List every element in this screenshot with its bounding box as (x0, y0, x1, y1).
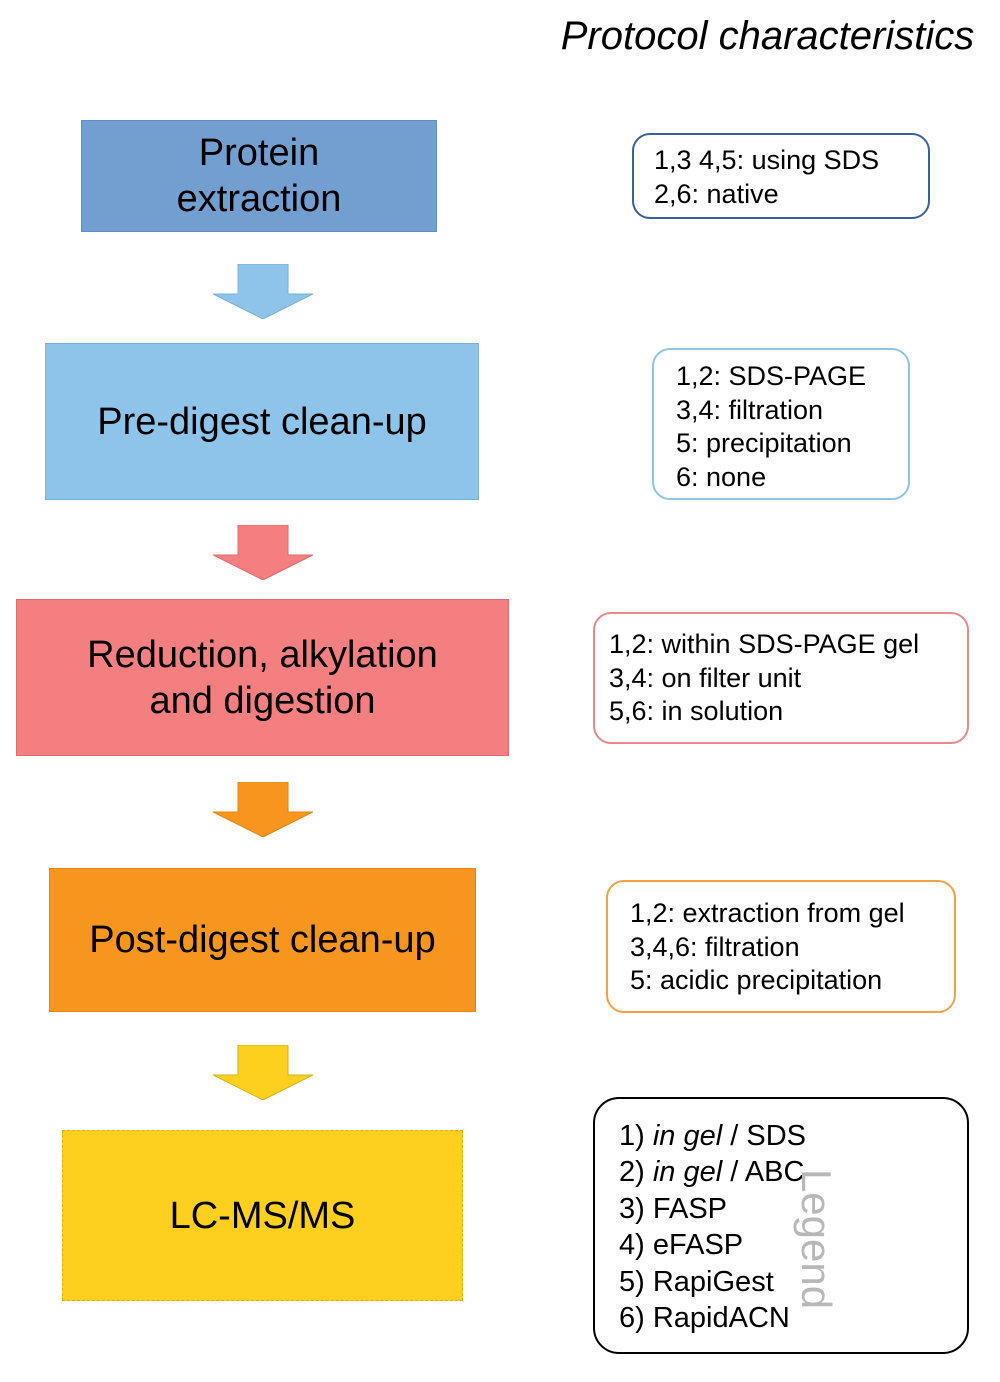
note-line: 1,2: extraction from gel (630, 898, 905, 928)
legend-item-number: 5) (619, 1265, 645, 1298)
note-pre-digest-clean-up: 1,2: SDS-PAGE 3,4: filtration 5: precipi… (652, 348, 910, 500)
legend-item-number: 2) (619, 1156, 645, 1189)
step-label-line: and digestion (149, 679, 376, 722)
step-label-line: LC-MS/MS (169, 1194, 356, 1237)
legend-box: 1) in gel / SDS 2) in gel / ABC 3) FASP … (593, 1097, 969, 1354)
legend-item: 3) FASP (619, 1191, 943, 1227)
legend-item-emphasis: in gel (652, 1120, 723, 1152)
note-line: 3,4,6: filtration (630, 931, 800, 962)
note-line: 1,2: SDS-PAGE (676, 361, 867, 391)
legend-item: 6) RapidACN (619, 1300, 943, 1336)
legend-item-number: 4) (619, 1229, 645, 1262)
down-arrow-icon (213, 525, 313, 580)
note-line: 5: acidic precipitation (630, 965, 883, 995)
note-line: 5,6: in solution (609, 696, 784, 726)
legend-item-number: 6) (619, 1302, 645, 1335)
note-line: 3,4: filtration (676, 394, 824, 425)
legend-item-text: / SDS (730, 1120, 806, 1152)
note-post-digest-clean-up: 1,2: extraction from gel 3,4,6: filtrati… (606, 880, 956, 1013)
note-line: 6: none (676, 461, 767, 492)
step-label-line: Pre-digest clean-up (97, 400, 427, 443)
note-line: 3,4: on filter unit (609, 662, 802, 693)
legend-item-number: 3) (619, 1192, 645, 1225)
note-reduction-alkylation-digestion: 1,2: within SDS-PAGE gel 3,4: on filter … (593, 612, 969, 744)
step-label-line: Reduction, alkylation (87, 633, 438, 676)
note-line: 5: precipitation (676, 428, 852, 458)
legend-item: 4) eFASP (619, 1227, 943, 1263)
arrow-shape (213, 1045, 313, 1100)
step-protein-extraction: Protein extraction (81, 120, 437, 232)
legend-item: 5) RapiGest (619, 1264, 943, 1300)
legend-item-text: / ABC (730, 1156, 805, 1189)
arrow-shape (213, 525, 313, 580)
note-line: 1,2: within SDS-PAGE gel (609, 629, 920, 659)
step-label-line: extraction (176, 178, 342, 220)
step-label-line: Protein (198, 132, 320, 174)
step-lc-ms-ms: LC-MS/MS (62, 1130, 463, 1301)
down-arrow-icon (213, 782, 313, 837)
arrow-shape (213, 264, 313, 319)
note-line: 2,6: native (654, 178, 779, 209)
step-pre-digest-clean-up: Pre-digest clean-up (45, 343, 479, 500)
note-line: 1,3 4,5: using SDS (654, 145, 880, 175)
down-arrow-icon (213, 264, 313, 319)
legend-title: Legend (793, 1168, 840, 1310)
step-post-digest-clean-up: Post-digest clean-up (49, 868, 476, 1012)
legend-item-text: RapiGest (652, 1265, 774, 1298)
arrow-shape (213, 782, 313, 837)
legend-item-emphasis: in gel (652, 1156, 723, 1189)
legend-item-number: 1) (619, 1120, 645, 1152)
header-title: Protocol characteristics (560, 14, 975, 58)
step-reduction-alkylation-digestion: Reduction, alkylation and digestion (16, 599, 509, 756)
legend-item-text: FASP (652, 1192, 728, 1225)
down-arrow-icon (213, 1045, 313, 1100)
legend-item-text: eFASP (652, 1229, 744, 1262)
legend-item-text: RapidACN (652, 1302, 790, 1335)
note-protein-extraction: 1,3 4,5: using SDS 2,6: native (632, 133, 930, 219)
legend-item: 2) in gel / ABC (619, 1154, 943, 1190)
step-label-line: Post-digest clean-up (89, 919, 436, 961)
legend-item: 1) in gel / SDS (619, 1118, 943, 1154)
